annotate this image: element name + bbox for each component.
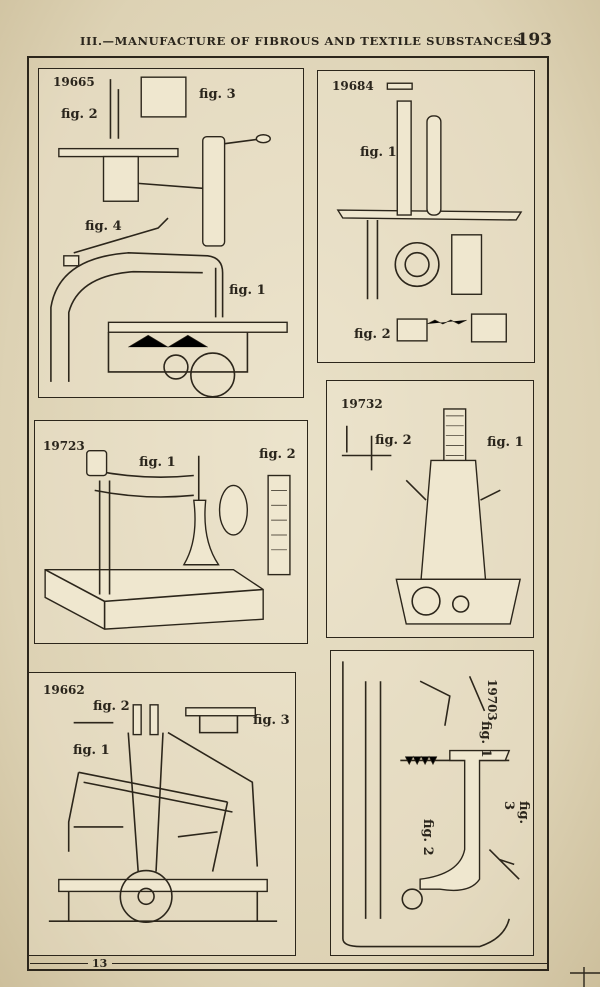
sewing-machine-illustration-19723 [44, 450, 291, 630]
figure-label: fig. 2 [354, 327, 391, 342]
patent-number: 19723 [43, 439, 85, 453]
patent-panel-19665: 19665 fig. 2 fig. 3 fig. 4 fig. 1 [38, 68, 304, 398]
sewing-machine-illustration-19732 [341, 408, 521, 625]
figure-label: fig. 3 [253, 713, 290, 728]
patent-panel-19662: 19662 fig. 2 fig. 3 fig. 1 [28, 672, 296, 956]
figure-label: fig. 1 [229, 283, 266, 298]
patent-panel-19684: 19684 fig. 1 fig. 2 [317, 70, 535, 363]
header-title: III.—MANUFACTURE OF FIBROUS AND TEXTILE … [80, 34, 527, 48]
sewing-machine-illustration-19665 [50, 76, 288, 397]
sewing-machine-illustration-19684 [336, 82, 523, 343]
running-header: III.—MANUFACTURE OF FIBROUS AND TEXTILE … [80, 30, 560, 54]
figure-label: fig. 1 [139, 455, 176, 470]
figure-label: fig. 2 [259, 447, 296, 462]
page-corner-mark [570, 967, 600, 987]
figure-label: fig. 1 [360, 145, 397, 160]
patent-number: 19684 [332, 79, 374, 93]
patent-number: 19662 [43, 683, 85, 697]
patent-number: 19703 [485, 679, 499, 721]
patent-number: 19732 [341, 397, 383, 411]
signature-mark: 13 [92, 957, 108, 970]
figure-label: fig. 2 [420, 819, 435, 856]
figure-label: fig. 2 [61, 107, 98, 122]
patent-panel-19723: 19723 fig. 1 fig. 2 [34, 420, 308, 644]
figure-label: fig. 3 [501, 801, 531, 825]
patent-number: 19665 [53, 75, 95, 89]
footer-rule [112, 963, 548, 965]
figure-label: fig. 1 [478, 721, 493, 758]
figure-label: fig. 1 [73, 743, 110, 758]
figure-label: fig. 2 [375, 433, 412, 448]
figure-label: fig. 1 [487, 435, 524, 450]
page-number: 193 [516, 30, 553, 50]
patent-panel-19703: 19703 fig. 1 fig. 3 fig. 2 [330, 650, 534, 956]
figure-label: fig. 3 [199, 87, 236, 102]
footer-rule [30, 963, 88, 965]
figure-label: fig. 4 [85, 219, 122, 234]
sewing-machine-illustration-19662 [48, 704, 278, 923]
plate-frame [27, 56, 549, 971]
patent-panel-19732: 19732 fig. 2 fig. 1 [326, 380, 534, 638]
sewing-machine-illustration-19703 [342, 661, 520, 948]
figure-label: fig. 2 [93, 699, 130, 714]
